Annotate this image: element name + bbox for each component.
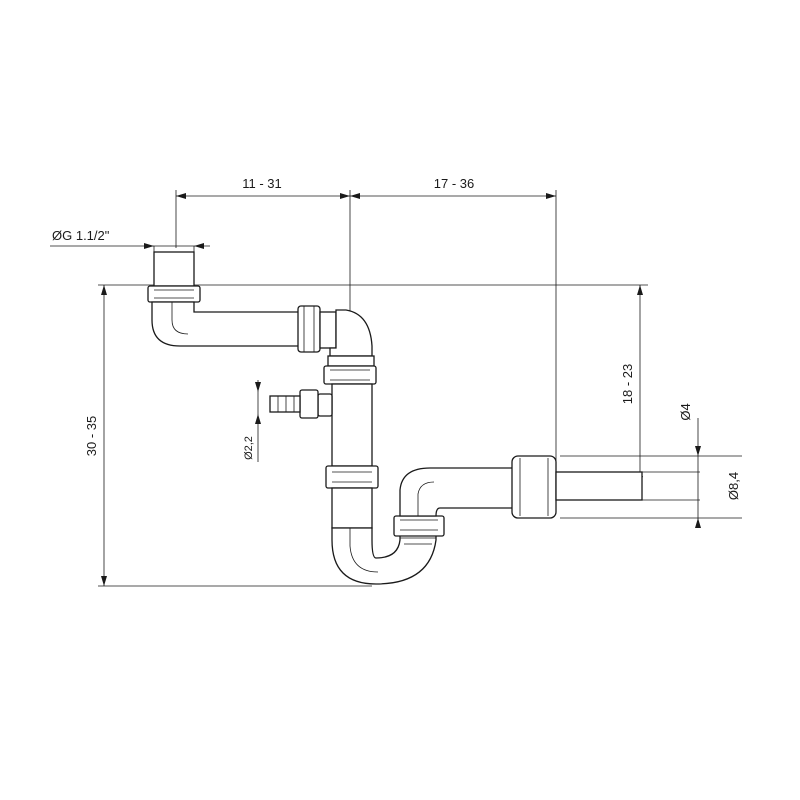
inlet-elbow [151, 301, 305, 347]
dim-hose-diameter: Ø2,2 [243, 436, 255, 460]
lower-vertical-tube [331, 487, 373, 529]
vertical-tube [331, 383, 373, 467]
upper-nut [323, 365, 377, 385]
arm-sleeve [319, 311, 337, 349]
dim-top-right: 17 - 36 [434, 176, 474, 191]
dim-total-height: 30 - 35 [84, 416, 99, 456]
dim-right-height: 18 - 23 [620, 364, 635, 404]
dim-outlet-outer: Ø8,4 [726, 472, 741, 500]
upper-elbow [329, 309, 373, 357]
dimension-labels: 11 - 31 17 - 36 ØG 1.1/2" 30 - 35 18 - 2… [52, 176, 741, 500]
inlet-nut [147, 285, 201, 303]
outlet-flange [511, 455, 557, 519]
siphon-body [147, 251, 643, 585]
dim-inlet-diameter: ØG 1.1/2" [52, 228, 110, 243]
lower-nut [325, 465, 379, 489]
trap-nut [393, 515, 445, 537]
hose-barb [269, 395, 301, 413]
side-connector-nut [317, 393, 333, 417]
side-connector-body [299, 389, 319, 419]
outlet-pipe [555, 471, 643, 501]
arm-nut [297, 305, 321, 353]
dim-top-left: 11 - 31 [242, 176, 282, 191]
inlet-pipe-stub [153, 251, 195, 287]
upper-collar [327, 355, 375, 367]
dim-outlet-inner: Ø4 [678, 403, 693, 420]
